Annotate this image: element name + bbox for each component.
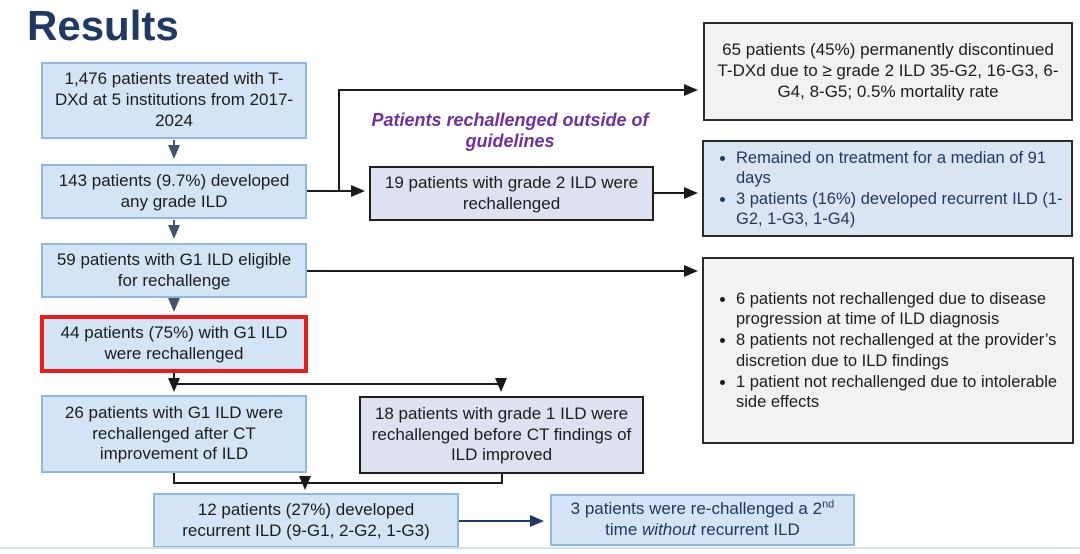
box-any-grade-ild-text: 143 patients (9.7%) developed any grade … (58, 170, 290, 211)
list-item: 6 patients not rechallenged due to disea… (736, 289, 1064, 329)
box-discontinued-text: 65 patients (45%) permanently discontinu… (717, 40, 1059, 101)
box-rechallenged-after-ct: 26 patients with G1 ILD were rechallenge… (41, 395, 307, 473)
box-any-grade-ild: 143 patients (9.7%) developed any grade … (41, 164, 307, 219)
list-item: 3 patients (16%) developed recurrent ILD… (736, 189, 1063, 229)
box-second-rechallenge: 3 patients were re-challenged a 2nd time… (550, 494, 855, 546)
box-grade2-rechallenged-text: 19 patients with grade 2 ILD were rechal… (384, 172, 639, 213)
list-item: Remained on treatment for a median of 91… (736, 148, 1063, 188)
box-rechallenged-after-ct-text: 26 patients with G1 ILD were rechallenge… (64, 402, 284, 464)
box-grade2-rechallenged: 19 patients with grade 2 ILD were rechal… (369, 166, 654, 221)
box-rechallenged-highlight-text: 44 patients (75%) with G1 ILD were recha… (60, 323, 288, 363)
box-eligible-rechallenge-text: 59 patients with G1 ILD eligible for rec… (56, 249, 292, 290)
page-title: Results (27, 2, 179, 49)
list-item: 8 patients not rechallenged at the provi… (736, 330, 1064, 370)
box-rechallenged-before-ct-text: 18 patients with grade 1 ILD were rechal… (371, 403, 632, 465)
box-second-rechallenge-text: 3 patients were re-challenged a 2nd time… (570, 498, 835, 539)
box-remained-treatment: Remained on treatment for a median of 91… (702, 140, 1073, 237)
box-total-patients-text: 1,476 patients treated with T-DXd at 5 i… (54, 69, 294, 130)
not-rechallenged-list: 6 patients not rechallenged due to disea… (712, 288, 1064, 413)
box-recurrent-ild: 12 patients (27%) developed recurrent IL… (153, 493, 459, 548)
box-eligible-rechallenge: 59 patients with G1 ILD eligible for rec… (41, 243, 307, 298)
box-discontinued: 65 patients (45%) permanently discontinu… (703, 22, 1073, 121)
label-outside-guidelines: Patients rechallenged outside of guideli… (371, 110, 649, 152)
box-total-patients: 1,476 patients treated with T-DXd at 5 i… (41, 62, 307, 139)
box-not-rechallenged-reasons: 6 patients not rechallenged due to disea… (702, 257, 1074, 444)
remained-treatment-list: Remained on treatment for a median of 91… (712, 147, 1063, 231)
box-rechallenged-highlight: 44 patients (75%) with G1 ILD were recha… (40, 315, 308, 373)
box-recurrent-ild-text: 12 patients (27%) developed recurrent IL… (182, 499, 430, 540)
footer-divider (0, 547, 1080, 549)
list-item: 1 patient not rechallenged due to intole… (736, 372, 1064, 412)
box-rechallenged-before-ct: 18 patients with grade 1 ILD were rechal… (359, 396, 644, 474)
